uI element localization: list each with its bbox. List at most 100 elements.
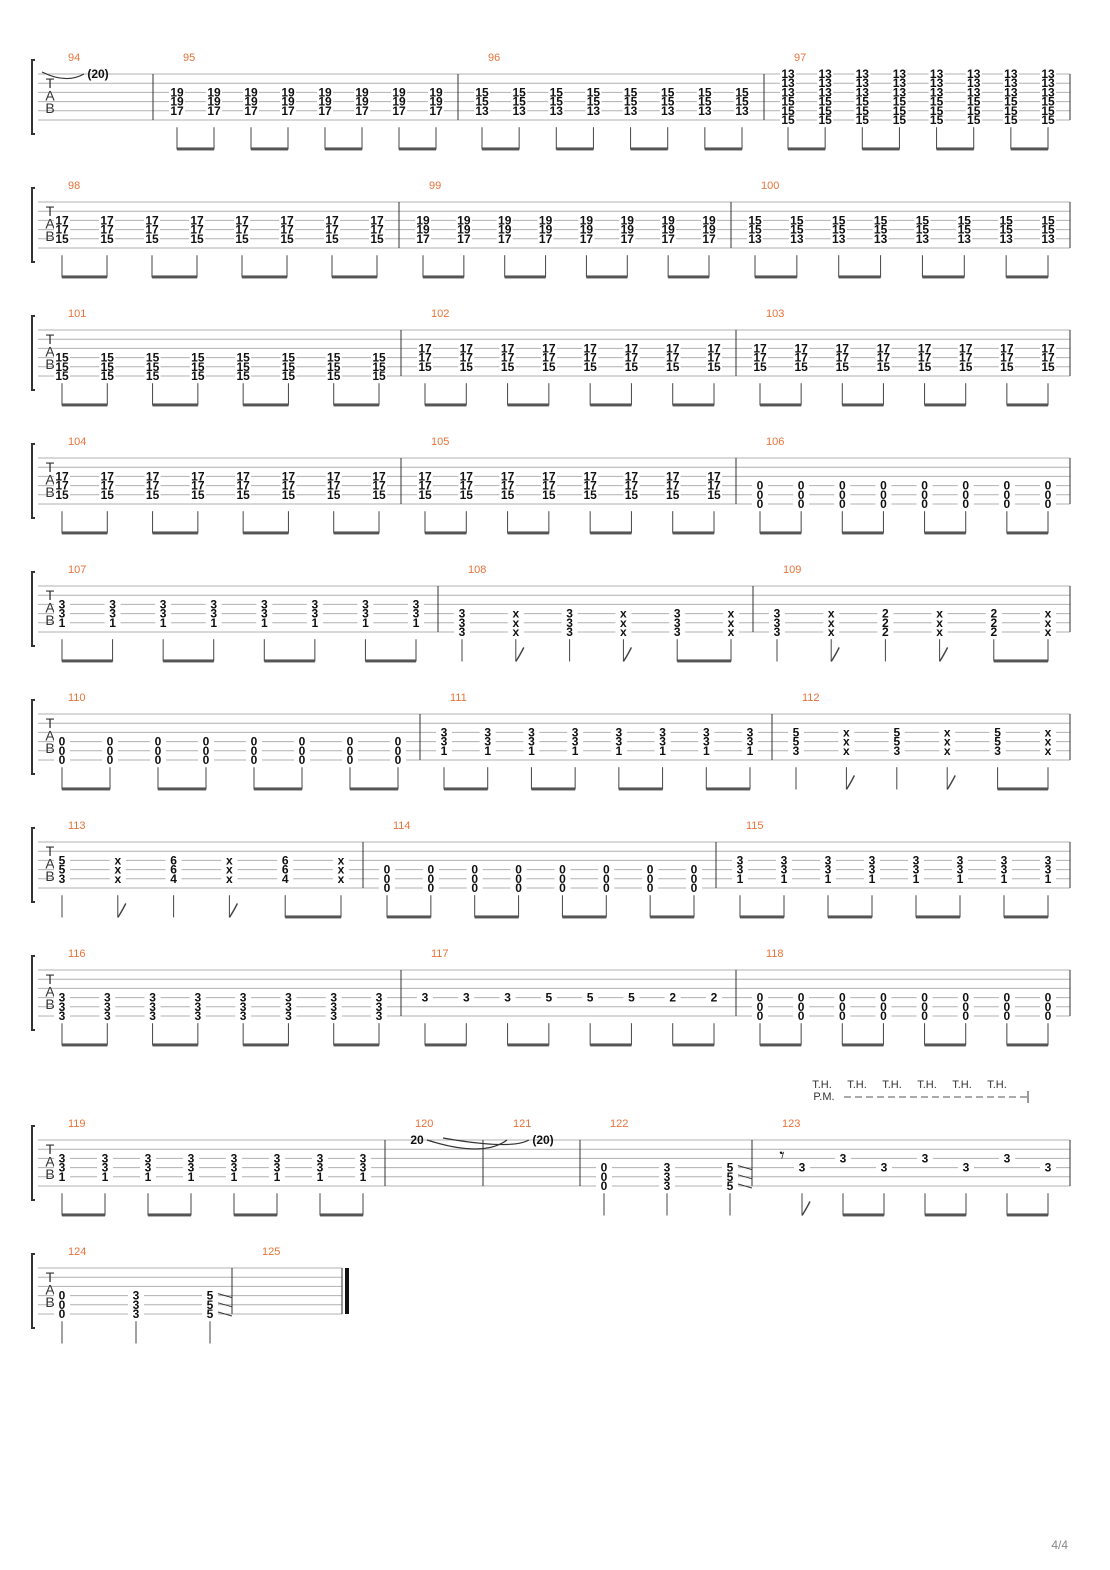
fret-number: 0 [839, 497, 846, 511]
fret-number: 17 [235, 213, 249, 227]
beam [152, 403, 198, 407]
fret-mask [582, 489, 599, 500]
fret-number: 0 [601, 1179, 608, 1193]
measure-number: 96 [488, 52, 500, 64]
fret-number: 0 [691, 872, 698, 886]
fret-mask [234, 215, 250, 226]
fret-mask [1040, 78, 1056, 89]
fret-number: 0 [1004, 479, 1011, 493]
fret-number: 15 [372, 360, 386, 374]
fret-number: 0 [395, 744, 402, 758]
fret-number: 0 [107, 735, 114, 749]
fret-mask [596, 1181, 612, 1191]
fret-mask [277, 873, 294, 884]
fret-mask [325, 352, 342, 363]
fret-mask [956, 224, 973, 235]
fret-number: 3 [317, 1151, 324, 1165]
fret-mask [939, 727, 956, 738]
fret-mask [415, 233, 431, 244]
fret-number: 3 [188, 1151, 195, 1165]
fret-mask [957, 343, 974, 354]
fret-number: 3 [774, 607, 781, 621]
fret-mask [104, 599, 121, 610]
fret-number: 15 [1004, 104, 1018, 118]
fret-mask [622, 105, 639, 116]
fret-number: 1 [362, 616, 369, 630]
measure-number: 101 [68, 308, 86, 320]
dead-note: x [936, 616, 943, 630]
note-flag [117, 903, 127, 918]
fret-mask [1002, 96, 1019, 107]
fret-mask [585, 87, 602, 98]
fret-mask [189, 224, 205, 235]
fret-mask [235, 489, 252, 500]
fret-number: 19 [429, 95, 443, 109]
fret-number: 0 [203, 735, 210, 749]
fret-number: 13 [550, 104, 564, 118]
fret-number: 6 [170, 863, 177, 877]
fret-mask [256, 608, 273, 619]
fret-mask [279, 224, 295, 235]
fret-number: 15 [930, 95, 944, 109]
fret-number: 15 [624, 85, 638, 99]
fret-mask [820, 864, 836, 875]
fret-mask [454, 608, 470, 619]
fret-mask [325, 371, 342, 381]
fret-mask [342, 755, 358, 765]
beam [425, 403, 467, 407]
note-flag [515, 647, 525, 662]
fret-number: 19 [539, 223, 553, 237]
fret-number: 17 [1041, 351, 1055, 365]
beam [677, 659, 731, 663]
beam [760, 1043, 802, 1047]
beam [62, 275, 107, 279]
fret-mask [548, 87, 565, 98]
fret-number: 0 [155, 735, 162, 749]
fret-mask [686, 864, 702, 875]
fret-mask [280, 96, 296, 107]
beam [924, 531, 966, 535]
fret-mask [664, 361, 681, 372]
fret-mask [54, 736, 70, 747]
fret-mask [623, 471, 640, 482]
dead-note: x [620, 607, 627, 621]
fret-mask [422, 873, 439, 884]
fret-number: 1 [572, 744, 579, 758]
fret-number: 1 [659, 744, 666, 758]
fret-number: 15 [101, 360, 115, 374]
fret-mask [280, 352, 297, 363]
fret-number: 3 [913, 863, 920, 877]
fret-number: 3 [240, 1009, 247, 1023]
fret-mask [458, 343, 475, 354]
fret-mask [914, 215, 931, 226]
fret-mask [888, 736, 905, 747]
measure-number: 98 [68, 180, 80, 192]
fret-number: 17 [666, 341, 680, 355]
measure-number: 113 [68, 820, 86, 832]
fret-mask [875, 1001, 892, 1012]
fret-number: 17 [280, 223, 294, 237]
fret-mask [169, 96, 185, 107]
fret-mask [99, 489, 116, 500]
fret-mask [455, 215, 472, 226]
fret-mask [642, 864, 659, 875]
dead-note: x [1045, 625, 1052, 639]
fret-mask [54, 1309, 70, 1319]
fret-mask [989, 727, 1006, 738]
fret-mask [659, 87, 676, 98]
fret-mask [1040, 1001, 1056, 1012]
fret-number: 13 [893, 76, 907, 90]
fret-mask [357, 617, 374, 628]
fret-number: 15 [856, 113, 870, 127]
fret-number: 17 [583, 479, 597, 493]
fret-number: 0 [757, 479, 764, 493]
fret-mask [390, 755, 406, 765]
fret-mask [931, 617, 948, 628]
fret-number: 17 [236, 469, 250, 483]
fret-mask [99, 215, 115, 226]
beam [755, 275, 797, 279]
fret-number: 15 [327, 369, 341, 383]
fret-mask [908, 873, 924, 884]
fret-number: 15 [916, 223, 930, 237]
fret-mask [325, 480, 342, 491]
